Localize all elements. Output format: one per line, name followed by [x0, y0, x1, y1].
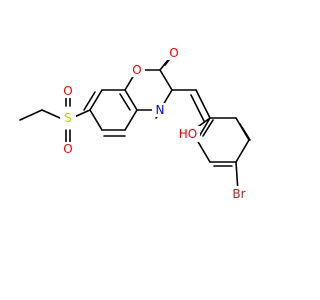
bond [41, 109, 61, 119]
bond [159, 69, 173, 91]
bond [202, 119, 214, 137]
bond [196, 139, 211, 163]
atom-n: N [156, 103, 165, 117]
bond [83, 91, 96, 111]
bond [195, 89, 211, 119]
atom-labels: O O N S O O HO Br [60, 46, 251, 202]
atom-s: S [64, 111, 72, 125]
bond [89, 89, 103, 111]
atom-o-carbonyl: O [169, 46, 178, 60]
structure-svg: O O N S O O HO Br [19, 46, 251, 202]
atom-bg [166, 46, 182, 60]
atom-o-ring: O [132, 63, 141, 77]
bond [19, 109, 43, 121]
bond [89, 109, 103, 131]
atom-bg [60, 84, 76, 98]
atom-o-sulfonyl-upper: O [63, 84, 72, 98]
bond [190, 94, 205, 122]
bond [124, 109, 138, 131]
atom-o-sulfonyl-lower: O [63, 142, 72, 156]
bond [124, 89, 138, 111]
atom-bg [176, 126, 200, 142]
atom-hydroxyl: HO [179, 127, 197, 141]
bond [239, 123, 251, 141]
atom-bg [60, 142, 76, 156]
bond [235, 139, 250, 163]
atom-bg [60, 111, 76, 125]
atom-bg [152, 103, 168, 117]
molecule-drawing: O O N S O O HO Br [19, 46, 251, 202]
atom-bg [129, 63, 145, 77]
atom-br: Br [232, 187, 245, 201]
bond [119, 93, 131, 111]
atom-bg [227, 186, 251, 202]
